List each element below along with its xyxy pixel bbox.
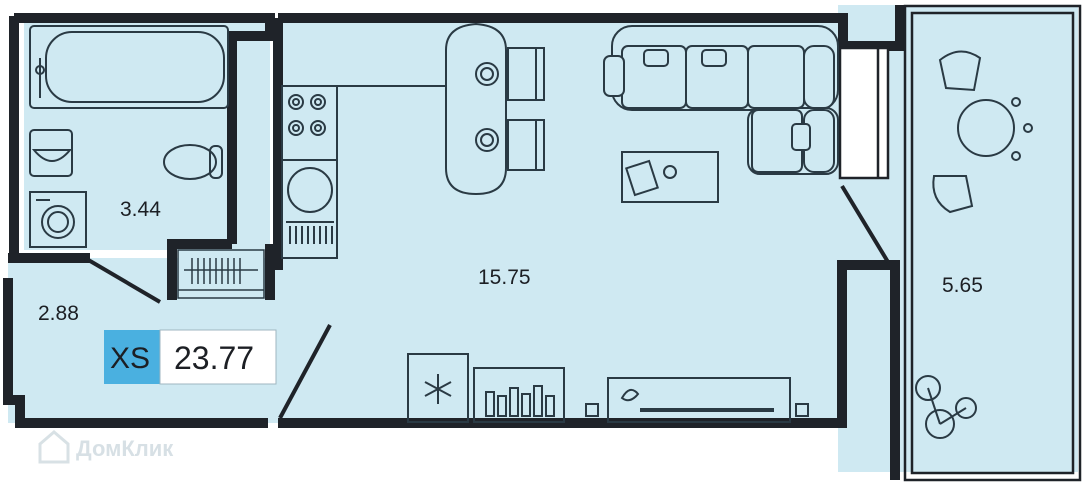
- coffee-table: [621, 151, 719, 203]
- stove-icon: [288, 94, 326, 136]
- books-icon: [485, 385, 555, 417]
- bookshelf: [473, 367, 565, 423]
- balcony-door: [840, 184, 890, 264]
- balcony-inner: [910, 11, 1075, 475]
- watermark-text: ДомКлик: [76, 436, 174, 461]
- bottom-furniture: [407, 353, 809, 423]
- pillow-icon-4: [791, 123, 811, 151]
- bath-partition: [167, 239, 275, 300]
- outer-wall-main-top: [278, 5, 905, 51]
- sink: [29, 129, 73, 177]
- kitchen-counter: [281, 85, 338, 259]
- balcony-furniture: [915, 50, 1033, 439]
- faucet-icon: [35, 58, 45, 98]
- pillow-icon-2: [643, 49, 669, 67]
- badge-total-box: [159, 329, 277, 385]
- bar-stools: [507, 47, 545, 171]
- badge-total-label: 23.77: [174, 340, 254, 376]
- balcony-area-label: 5.65: [942, 274, 983, 297]
- bathtub: [29, 25, 229, 109]
- sink-bowl: [31, 149, 73, 162]
- entrance-door: [278, 324, 332, 419]
- hangers-icon: [184, 258, 258, 284]
- toilet-icon: [163, 144, 223, 180]
- outlet-icon-2: [795, 403, 809, 417]
- main-room-area-label: 15.75: [478, 266, 531, 289]
- domclick-logo-icon: [38, 430, 70, 464]
- kitchen-sink-icon: [286, 167, 334, 244]
- badge-type-label: XS: [110, 342, 150, 375]
- tv-stand: [607, 377, 791, 423]
- doors: [83, 184, 890, 419]
- outlet-icon: [585, 403, 599, 417]
- cup-icon: [663, 165, 677, 179]
- balcony-outline: [838, 4, 1082, 482]
- kitchen: [281, 22, 545, 259]
- window-block: [838, 46, 890, 180]
- wardrobe: [177, 249, 265, 299]
- fridge: [407, 353, 469, 423]
- bathroom-fixtures: [29, 25, 229, 248]
- bathroom-door: [83, 256, 162, 304]
- washing-machine-icon: [29, 191, 87, 248]
- sofa: [603, 25, 839, 175]
- snowflake-icon: [424, 374, 452, 404]
- chair-icon: [932, 50, 982, 214]
- balcony-rail: [903, 4, 1082, 482]
- plant-small-icon: [620, 388, 640, 402]
- pillow-icon: [603, 55, 625, 97]
- watermark: ДомКлик: [38, 430, 174, 464]
- area-badge: XS 23.77: [104, 329, 277, 385]
- bathroom-area-label: 3.44: [120, 198, 161, 221]
- round-table: [957, 99, 1015, 157]
- bar-counter: [337, 22, 507, 196]
- bathtub-inner: [45, 31, 225, 103]
- hall-area-label: 2.88: [38, 302, 79, 325]
- plate-icon: [475, 62, 499, 152]
- plant-icon: [915, 375, 977, 439]
- pillow-icon-3: [701, 49, 727, 67]
- magazine-icon: [625, 159, 659, 197]
- badge-type-box: [104, 330, 160, 384]
